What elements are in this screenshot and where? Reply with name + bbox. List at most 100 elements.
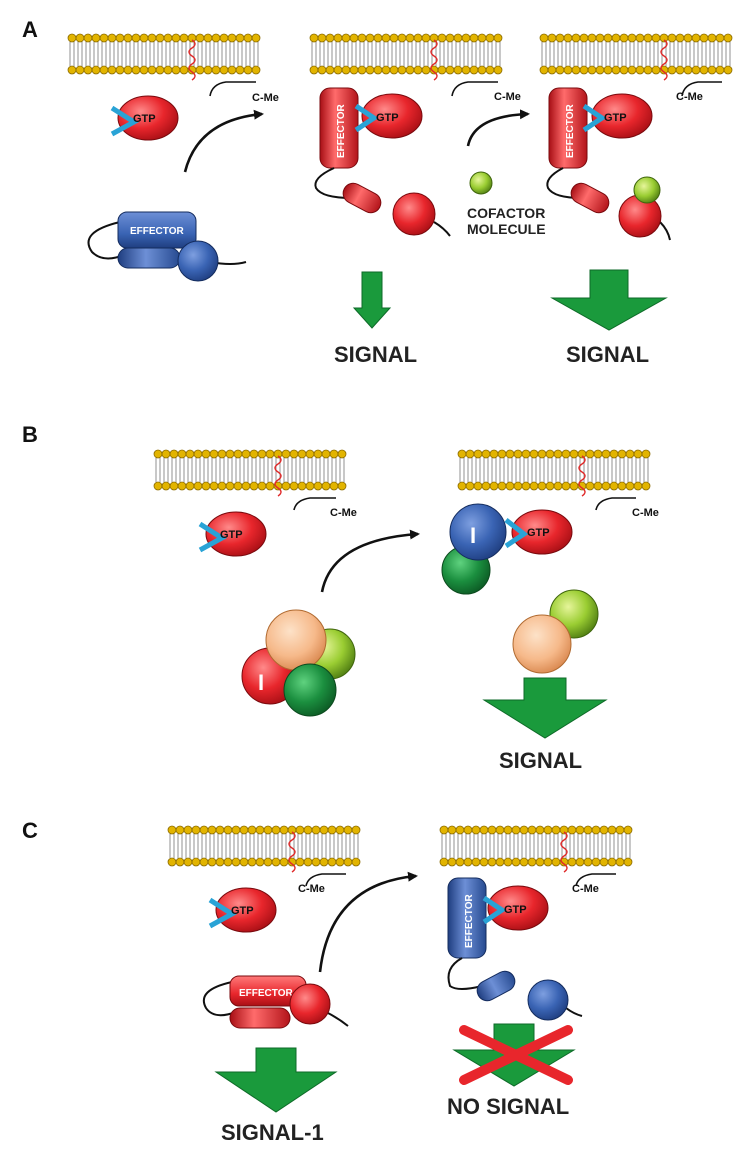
lipid-head [289, 481, 299, 491]
lipid-tail [701, 54, 707, 66]
lipid-tail [93, 42, 99, 54]
lipid-tail [637, 54, 643, 66]
lipid-head [271, 857, 281, 867]
lipid-tail [563, 470, 569, 482]
lipid-head [185, 449, 195, 459]
lipid-head [469, 33, 479, 43]
lipid-tail [717, 54, 723, 66]
lipid-head [405, 33, 415, 43]
lipid-head [421, 33, 431, 43]
lipid-head [465, 449, 475, 459]
lipid-head [183, 825, 193, 835]
lipid-tail [93, 54, 99, 66]
lipid-tail [617, 846, 623, 858]
lipid-head [335, 825, 345, 835]
lipid-head [161, 449, 171, 459]
lipid-head [257, 449, 267, 459]
lipid-tail [273, 834, 279, 846]
lipid-tail [155, 470, 161, 482]
lipid-tail [173, 42, 179, 54]
cme-label-c2: C-Me [572, 883, 599, 895]
lipid-head [611, 65, 621, 75]
lipid-tail [311, 42, 317, 54]
lipid-tail [447, 42, 453, 54]
lipid-tail [415, 54, 421, 66]
inhibitor-label-right: I [470, 523, 476, 548]
lipid-head [179, 33, 189, 43]
lipid-head [473, 449, 483, 459]
lipid-head [497, 449, 507, 459]
lipid-tail [265, 834, 271, 846]
lipid-head [527, 825, 537, 835]
lipid-head [521, 481, 531, 491]
lipid-tail [513, 846, 519, 858]
lipid-head [595, 33, 605, 43]
cme-label-a3: C-Me [676, 91, 703, 103]
lipid-head [535, 825, 545, 835]
lipid-tail [335, 42, 341, 54]
lipid-tail [563, 458, 569, 470]
lipid-tail [685, 54, 691, 66]
lipid-tail [603, 458, 609, 470]
lipid-tail [541, 54, 547, 66]
lipid-head [191, 857, 201, 867]
lipid-head [249, 481, 259, 491]
lipid-head [437, 65, 447, 75]
lipid-tail [163, 458, 169, 470]
lipid-head [463, 825, 473, 835]
lipid-tail [299, 470, 305, 482]
lipid-tail [345, 834, 351, 846]
lipid-tail [521, 846, 527, 858]
lipid-head [203, 65, 213, 75]
lipid-head [343, 825, 353, 835]
lipid-head [337, 449, 347, 459]
lipid-tail [289, 834, 295, 846]
lipid-tail [351, 54, 357, 66]
lipid-tail [241, 834, 247, 846]
lipid-tail [555, 470, 561, 482]
lipid-head [555, 33, 565, 43]
lipid-head [279, 857, 289, 867]
lipid-head [243, 65, 253, 75]
lipid-tail [221, 54, 227, 66]
lipid-tail [69, 54, 75, 66]
lipid-head [219, 33, 229, 43]
lipid-tail [677, 42, 683, 54]
lipid-tail [267, 470, 273, 482]
lipid-tail [101, 54, 107, 66]
lipid-tail [197, 42, 203, 54]
signal-arrow-c [214, 1047, 338, 1113]
ras-gtp-a1: GTP [110, 81, 256, 141]
lipid-head [607, 857, 617, 867]
lipid-head [553, 449, 563, 459]
lipid-tail [335, 54, 341, 66]
lipid-head [563, 33, 573, 43]
lipid-head [175, 825, 185, 835]
lipid-head [601, 481, 611, 491]
lipid-head [83, 65, 93, 75]
lipid-head [477, 33, 487, 43]
lipid-tail [343, 54, 349, 66]
lipid-head [327, 857, 337, 867]
lipid-tail [197, 54, 203, 66]
lipid-head [67, 65, 77, 75]
lipid-head [251, 33, 261, 43]
lipid-tail [573, 54, 579, 66]
lipid-head [91, 65, 101, 75]
lipid-head [193, 449, 203, 459]
lipid-tail [565, 42, 571, 54]
lipid-head [439, 857, 449, 867]
lipid-tail [327, 42, 333, 54]
lipid-head [635, 65, 645, 75]
lipid-head [547, 33, 557, 43]
lipid-tail [693, 42, 699, 54]
lipid-tail [587, 470, 593, 482]
lipid-head [163, 33, 173, 43]
lipid-head [123, 65, 133, 75]
lipid-head [309, 33, 319, 43]
lipid-head [513, 481, 523, 491]
free-effector-red: EFFECTOR [202, 975, 349, 1029]
lipid-tail [211, 470, 217, 482]
lipid-head [479, 825, 489, 835]
arrow-a2 [466, 109, 530, 147]
